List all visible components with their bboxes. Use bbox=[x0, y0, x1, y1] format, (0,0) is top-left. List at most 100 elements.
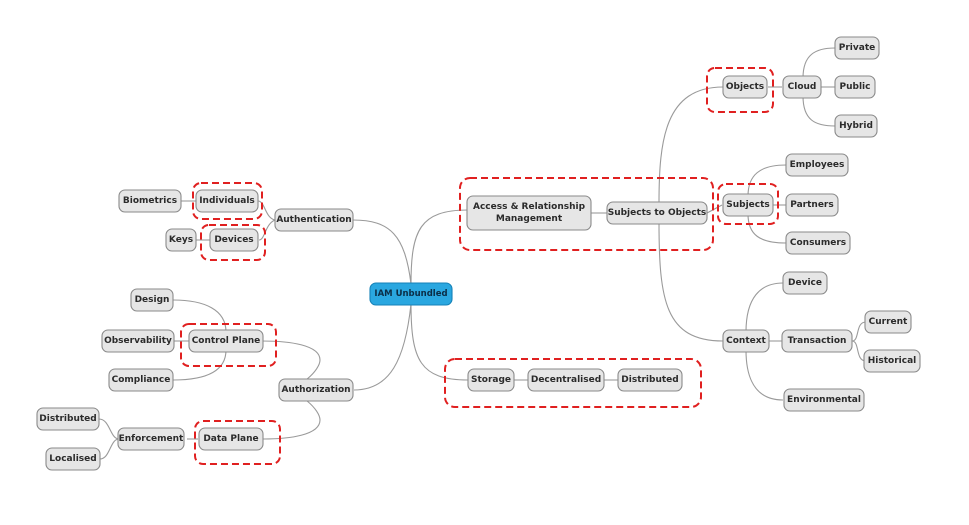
node-authentication-label: Authentication bbox=[276, 215, 351, 225]
node-observability[interactable]: Observability bbox=[101, 329, 175, 353]
node-public-box[interactable] bbox=[834, 75, 876, 99]
highlight-control-plane bbox=[180, 323, 277, 367]
node-localised[interactable]: Localised bbox=[45, 447, 101, 471]
node-storage[interactable]: Storage bbox=[467, 368, 515, 392]
node-subjects-label: Subjects bbox=[726, 200, 770, 210]
node-private-box[interactable] bbox=[834, 36, 880, 60]
node-decentralised-box[interactable] bbox=[527, 368, 605, 392]
node-authorization[interactable]: Authorization bbox=[278, 378, 354, 402]
node-observability-box[interactable] bbox=[101, 329, 175, 353]
node-decentralised[interactable]: Decentralised bbox=[527, 368, 605, 392]
root-node-label: IAM Unbundled bbox=[374, 289, 447, 299]
node-individuals-label: Individuals bbox=[199, 196, 255, 206]
node-devices[interactable]: Devices bbox=[209, 228, 259, 252]
node-environmental-label: Environmental bbox=[787, 395, 861, 405]
node-objects[interactable]: Objects bbox=[722, 75, 768, 99]
node-distributed-right[interactable]: Distributed bbox=[617, 368, 683, 392]
node-cloud[interactable]: Cloud bbox=[782, 75, 822, 99]
node-device-label: Device bbox=[788, 278, 822, 288]
connector-cloud-private bbox=[802, 47, 836, 79]
node-enforcement-label: Enforcement bbox=[119, 434, 184, 444]
node-employees[interactable]: Employees bbox=[785, 153, 849, 177]
node-transaction-box[interactable] bbox=[781, 329, 853, 353]
node-current[interactable]: Current bbox=[864, 310, 912, 334]
node-distributed-right-box[interactable] bbox=[617, 368, 683, 392]
node-subjects-to-objects-box[interactable] bbox=[606, 201, 708, 225]
node-cloud-box[interactable] bbox=[782, 75, 822, 99]
node-keys-box[interactable] bbox=[165, 228, 197, 252]
node-access-box[interactable] bbox=[466, 195, 592, 231]
node-hybrid[interactable]: Hybrid bbox=[834, 114, 878, 138]
node-access-label-2: Management bbox=[496, 214, 563, 224]
connector-context-environmental bbox=[745, 349, 784, 401]
node-individuals-box[interactable] bbox=[195, 189, 259, 213]
node-data-plane[interactable]: Data Plane bbox=[198, 427, 264, 451]
node-decentralised-label: Decentralised bbox=[531, 375, 601, 385]
node-partners-box[interactable] bbox=[785, 193, 839, 217]
connector-auth-individuals bbox=[257, 200, 276, 221]
node-data-plane-box[interactable] bbox=[198, 427, 264, 451]
connector-root-authentication bbox=[352, 219, 412, 285]
connector-control-design bbox=[172, 299, 227, 333]
highlight-storage-group bbox=[444, 358, 702, 408]
node-devices-box[interactable] bbox=[209, 228, 259, 252]
connector-context-device bbox=[745, 282, 784, 333]
node-context-box[interactable] bbox=[722, 329, 770, 353]
node-hybrid-label: Hybrid bbox=[839, 121, 873, 131]
node-access-label-1: Access & Relationship bbox=[473, 202, 586, 212]
node-current-box[interactable] bbox=[864, 310, 912, 334]
node-enforcement[interactable]: Enforcement bbox=[117, 427, 185, 451]
connector-transaction-current bbox=[851, 321, 867, 342]
node-historical[interactable]: Historical bbox=[863, 349, 921, 373]
node-authorization-box[interactable] bbox=[278, 378, 354, 402]
node-biometrics-box[interactable] bbox=[118, 189, 182, 213]
node-partners[interactable]: Partners bbox=[785, 193, 839, 217]
root-node[interactable]: IAM Unbundled bbox=[369, 282, 453, 306]
node-individuals[interactable]: Individuals bbox=[195, 189, 259, 213]
node-compliance-box[interactable] bbox=[108, 368, 174, 392]
node-control-plane[interactable]: Control Plane bbox=[188, 329, 264, 353]
node-cloud-label: Cloud bbox=[788, 82, 817, 92]
connector-control-compliance bbox=[172, 349, 227, 381]
connectors bbox=[98, 47, 867, 460]
node-private[interactable]: Private bbox=[834, 36, 880, 60]
node-consumers[interactable]: Consumers bbox=[785, 231, 851, 255]
node-transaction[interactable]: Transaction bbox=[781, 329, 853, 353]
node-distributed-left-box[interactable] bbox=[36, 407, 100, 431]
node-hybrid-box[interactable] bbox=[834, 114, 878, 138]
node-biometrics[interactable]: Biometrics bbox=[118, 189, 182, 213]
node-design[interactable]: Design bbox=[130, 288, 174, 312]
node-compliance[interactable]: Compliance bbox=[108, 368, 174, 392]
node-distributed-left[interactable]: Distributed bbox=[36, 407, 100, 431]
node-storage-box[interactable] bbox=[467, 368, 515, 392]
root-node-box[interactable] bbox=[369, 282, 453, 306]
node-objects-box[interactable] bbox=[722, 75, 768, 99]
node-device-box[interactable] bbox=[782, 271, 828, 295]
connector-s2o-objects bbox=[658, 86, 724, 204]
node-design-label: Design bbox=[135, 295, 170, 305]
node-design-box[interactable] bbox=[130, 288, 174, 312]
node-distributed-right-label: Distributed bbox=[621, 375, 678, 385]
connector-s2o-subjects bbox=[706, 204, 723, 214]
node-keys[interactable]: Keys bbox=[165, 228, 197, 252]
node-subjects-box[interactable] bbox=[722, 193, 774, 217]
connector-s2o-context bbox=[658, 221, 724, 342]
node-authentication[interactable]: Authentication bbox=[274, 208, 354, 232]
node-consumers-box[interactable] bbox=[785, 231, 851, 255]
node-localised-box[interactable] bbox=[45, 447, 101, 471]
node-historical-box[interactable] bbox=[863, 349, 921, 373]
node-environmental[interactable]: Environmental bbox=[783, 388, 865, 412]
node-device[interactable]: Device bbox=[782, 271, 828, 295]
node-public[interactable]: Public bbox=[834, 75, 876, 99]
node-context[interactable]: Context bbox=[722, 329, 770, 353]
node-subjects[interactable]: Subjects bbox=[722, 193, 774, 217]
node-authentication-box[interactable] bbox=[274, 208, 354, 232]
node-localised-label: Localised bbox=[49, 454, 96, 464]
node-control-plane-box[interactable] bbox=[188, 329, 264, 353]
node-environmental-box[interactable] bbox=[783, 388, 865, 412]
node-historical-label: Historical bbox=[868, 356, 916, 366]
node-subjects-to-objects[interactable]: Subjects to Objects bbox=[606, 201, 708, 225]
node-enforcement-box[interactable] bbox=[117, 427, 185, 451]
node-employees-box[interactable] bbox=[785, 153, 849, 177]
